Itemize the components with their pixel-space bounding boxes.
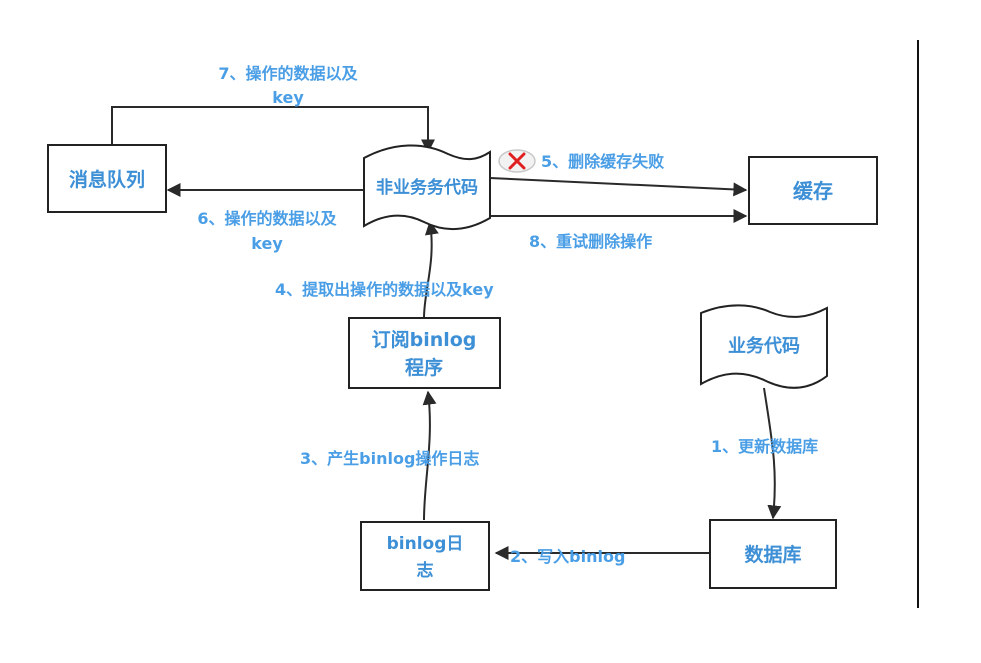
svg-text:业务代码: 业务代码: [728, 335, 800, 357]
node-binlog-log: binlog日 志: [360, 521, 490, 591]
edge-step4-label: 4、提取出操作的数据以及key: [275, 280, 494, 299]
node-message-queue: 消息队列: [47, 144, 167, 213]
svg-text:志: 志: [417, 560, 434, 581]
node-subscribe-binlog-program: 订阅binlog 程序: [348, 317, 501, 389]
edge-step3-label: 3、产生binlog操作日志: [300, 449, 479, 468]
svg-text:数据库: 数据库: [744, 543, 801, 566]
svg-text:非业务务代码: 非业务务代码: [376, 177, 478, 198]
node-cache: 缓存: [748, 156, 878, 225]
svg-text:缓存: 缓存: [793, 179, 833, 203]
edge-step6-label-line1: 6、操作的数据以及: [197, 209, 337, 228]
edge-step8-label: 8、重试删除操作: [529, 232, 652, 251]
svg-text:程序: 程序: [405, 356, 443, 379]
edge-step5-line: [489, 177, 748, 197]
edge-step1-line: [763, 387, 782, 520]
node-business-code: 业务代码: [700, 304, 828, 389]
svg-text:binlog日: binlog日: [387, 534, 464, 554]
edge-step7-label-line2: key: [272, 88, 304, 107]
edge-step7-line: [111, 106, 435, 154]
svg-text:消息队列: 消息队列: [69, 168, 145, 191]
node-non-business-code: 非业务务代码: [363, 144, 491, 231]
edge-step4-line: [423, 220, 439, 319]
svg-text:订阅binlog: 订阅binlog: [372, 329, 477, 351]
edge-step3-line: [422, 390, 437, 521]
node-database: 数据库: [709, 519, 837, 589]
x-cross-icon: [498, 149, 536, 173]
edge-step2-label: 2、写入binlog: [510, 547, 625, 566]
edge-step1-label: 1、更新数据库: [711, 437, 818, 456]
edge-step6-label-line2: key: [251, 234, 283, 253]
edge-step5-label: 5、删除缓存失败: [541, 152, 664, 171]
edge-step7-label-line1: 7、操作的数据以及: [218, 64, 358, 83]
